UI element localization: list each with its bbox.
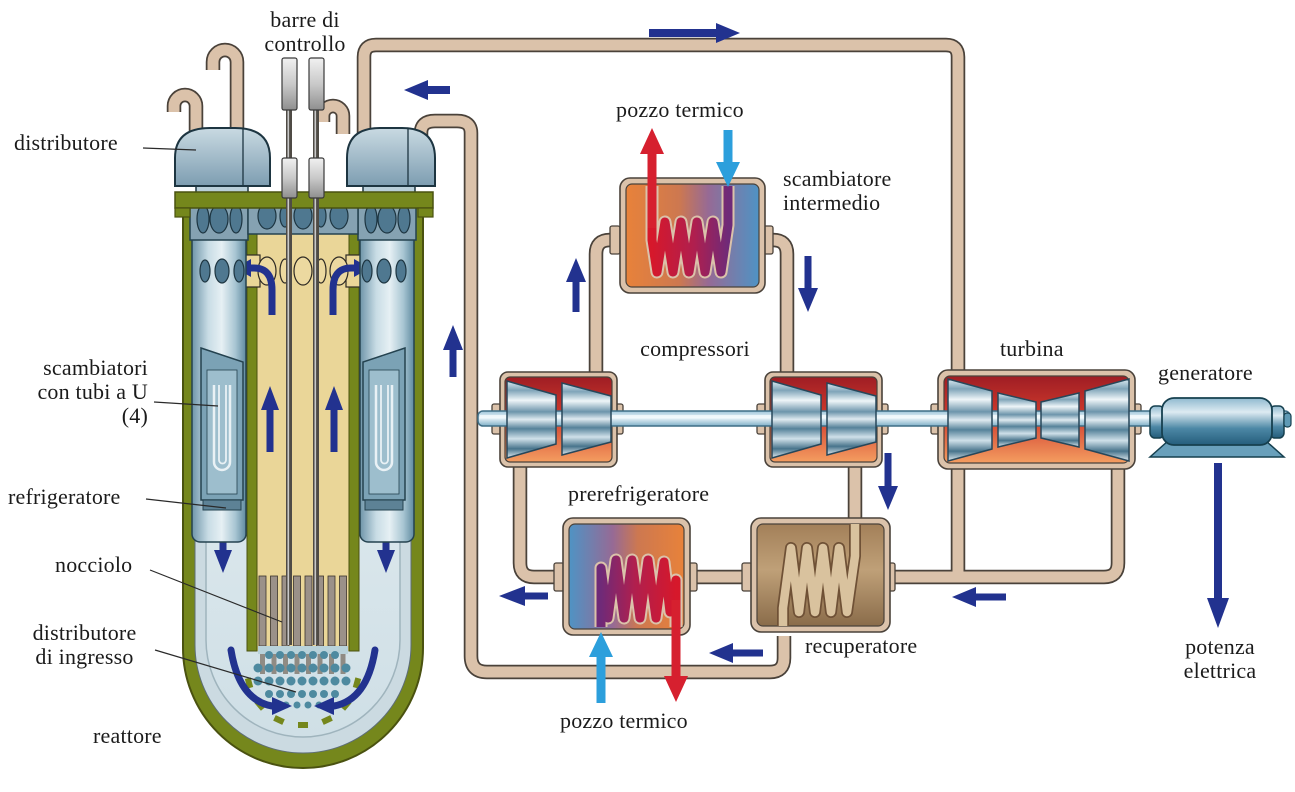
label-reactor: reattore [93,723,162,748]
arrow-precooler-exit [499,586,548,606]
control-rods [281,57,325,645]
pipe-turbine-exit-right [894,467,1126,585]
label-turbine: turbina [1000,336,1064,361]
core-support-strip [258,646,348,654]
inlet-distributor-dots [253,651,351,709]
recuperator [750,517,891,633]
label-compressors: compressori [640,336,750,361]
label-coolant: refrigeratore [8,484,121,509]
label-intermediate-exchanger: scambiatore intermedio [783,166,892,216]
label-precooler: prerefrigeratore [568,481,710,506]
cold-in-arrow-bottom [589,632,613,703]
arrow-down-to-recuperator [878,453,898,510]
hot-out-arrow-bottom [664,600,688,702]
distributor-dome-left [174,127,271,197]
generator [1148,397,1292,458]
pipe-precooler-to-compressor1 [512,467,560,585]
compressor-blades [506,380,877,459]
core-barrel-right [348,225,360,652]
precooler [562,517,691,636]
label-control-rods: barre di controllo [264,7,346,57]
vessel-flange [174,191,434,209]
label-inlet-distributor: distributore di ingresso [32,620,137,670]
label-electric-power: potenza elettrica [1183,634,1257,684]
label-distributor: distributore [14,130,118,155]
circuit-flow-arrows [404,23,1229,663]
distributor-dome-right [346,127,436,197]
arrow-top-right [649,23,740,43]
arrow-turbine-exhaust [952,587,1006,607]
hx-column-right [357,197,417,543]
arrow-into-reactor [404,80,450,100]
arrow-down-from-intercooler [798,256,818,312]
coolant-pipes-fill [168,39,1124,678]
label-recuperator: recuperatore [805,633,918,658]
leader-lines [142,147,297,693]
hot-out-arrow-top [640,128,664,228]
arrow-bottom-return [709,643,763,663]
core-fuel-rods [258,575,347,647]
intermediate-heat-exchanger [619,177,766,294]
label-u-tube-exchangers: scambiatori con tubi a U (4) [37,355,148,429]
core-lower-rods [260,654,346,674]
heat-sink-arrows [589,128,740,703]
label-heat-sink-top: pozzo termico [616,97,744,122]
label-core: nocciolo [55,552,133,577]
turbine-blades [947,378,1130,462]
hx-column-left [189,197,249,543]
reactor-vessel [174,57,436,769]
arrow-electric-power [1207,463,1229,628]
label-generator: generatore [1158,360,1253,385]
arrow-up-to-intercooler [566,258,586,312]
turbomachinery [477,369,1292,470]
arrow-riser-up [443,325,463,377]
label-heat-sink-bottom: pozzo termico [560,708,688,733]
core-barrel-left [246,225,258,652]
cold-in-arrow-top [716,130,740,187]
